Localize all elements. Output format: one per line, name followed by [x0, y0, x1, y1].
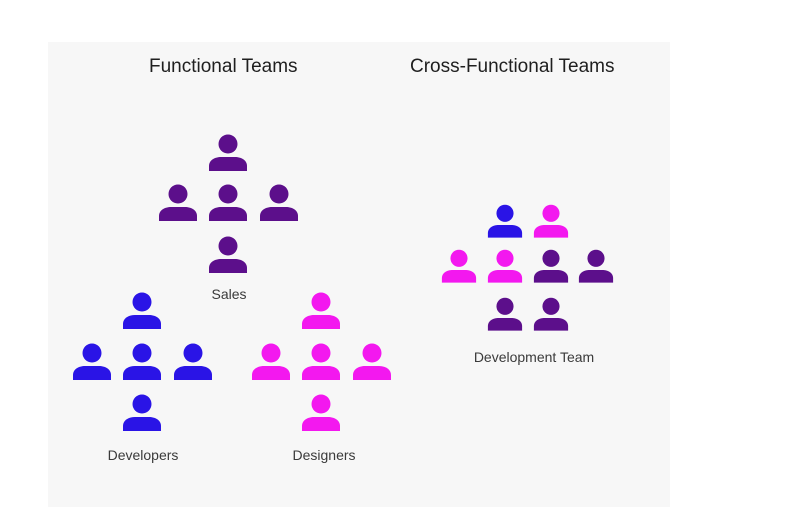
person-icon [123, 292, 161, 329]
person-icon [353, 343, 391, 380]
person-icon [174, 343, 212, 380]
person-icon [441, 249, 477, 283]
sales-group [159, 134, 298, 273]
developers-group [73, 292, 212, 431]
sales-label: Sales [211, 286, 247, 302]
designers-label: Designers [292, 447, 356, 463]
person-icon [302, 394, 340, 431]
person-icon [302, 343, 340, 380]
person-icon [252, 343, 290, 380]
cross-functional-teams-title: Cross-Functional Teams [410, 56, 615, 77]
person-icon [533, 297, 569, 331]
developers-label: Developers [107, 447, 179, 463]
person-icon [533, 249, 569, 283]
person-icon [487, 204, 523, 238]
development-team-group [441, 204, 614, 331]
designers-group [252, 292, 391, 431]
person-icon [123, 394, 161, 431]
person-icon [159, 184, 197, 221]
person-icon [123, 343, 161, 380]
person-icon [578, 249, 614, 283]
person-icon [487, 249, 523, 283]
person-icon [209, 184, 247, 221]
person-icon [209, 236, 247, 273]
person-icon [260, 184, 298, 221]
person-icon [209, 134, 247, 171]
person-icon [73, 343, 111, 380]
person-icon [533, 204, 569, 238]
person-icon [487, 297, 523, 331]
development-team-label: Development Team [473, 349, 595, 365]
functional-teams-title: Functional Teams [149, 56, 298, 77]
person-icon [302, 292, 340, 329]
